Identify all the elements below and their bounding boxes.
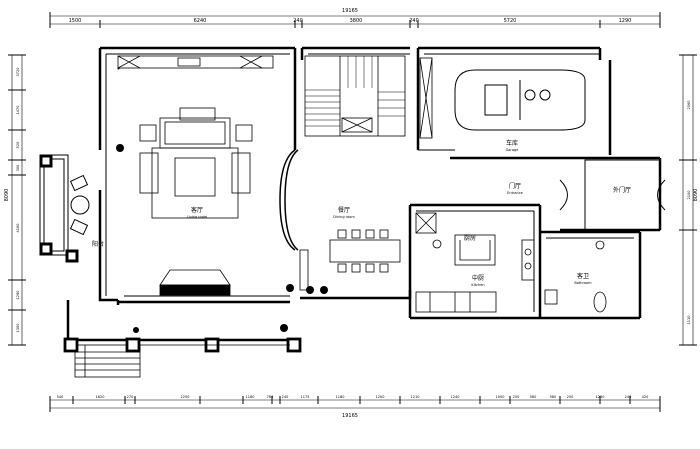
room-label-garage: 车库 <box>506 139 518 147</box>
dim-bottom-seg: 580 <box>550 395 557 399</box>
room-sub-kitchen: Kitchen <box>471 283 484 287</box>
dim-bottom-seg: 250 <box>513 395 520 399</box>
dim-left-seg: 3720 <box>16 68 20 77</box>
outer-foyer <box>559 159 666 231</box>
dining-table <box>299 229 401 291</box>
inner-walls <box>105 53 634 312</box>
staircase <box>304 55 406 137</box>
room-label-outer-foyer: 外门厅 <box>613 186 631 194</box>
dim-bottom-seg: 1620 <box>96 395 105 399</box>
dim-top-seg: 1290 <box>619 18 632 24</box>
dim-right-seg: 2100 <box>687 191 691 200</box>
dim-bottom-seg: 240 <box>282 395 289 399</box>
entrance-steps <box>63 337 302 378</box>
car-icon <box>454 69 586 131</box>
dimension-ticks <box>8 12 697 412</box>
dim-bottom-seg: 1200 <box>376 395 385 399</box>
left-terrace <box>39 154 90 263</box>
dim-top-seg: 240 <box>409 18 419 24</box>
room-sub-garage: Garage <box>506 148 519 152</box>
dim-bottom-seg: 240 <box>625 395 632 399</box>
dim-left-seg: 520 <box>16 142 20 149</box>
dim-left-seg: 1300 <box>16 324 20 333</box>
room-sub-foyer: Entrance <box>507 191 523 195</box>
dim-bottom-seg: 1210 <box>411 395 420 399</box>
room-label-kitchen: 厨房 <box>464 234 476 242</box>
dim-left-seg: 300 <box>16 165 20 172</box>
dim-top-seg: 1500 <box>69 18 82 24</box>
dim-left-seg: 1290 <box>16 291 20 300</box>
garage-area <box>419 57 433 139</box>
room-label-guest-bath: 客卫 <box>577 272 589 280</box>
dim-left-seg: 4160 <box>16 224 20 233</box>
dim-top-seg: 5720 <box>504 18 517 24</box>
walls <box>66 46 662 342</box>
dim-bottom-seg: 1000 <box>496 395 505 399</box>
room-sub-living: Living room <box>187 215 208 219</box>
dim-bottom-seg: 270 <box>127 395 134 399</box>
room-label-dining: 餐厅 <box>338 206 350 214</box>
room-sub-dining: Dining room <box>333 215 355 219</box>
dim-left-total: 8090 <box>4 189 10 202</box>
kitchen-fixtures <box>415 212 535 313</box>
plant-icons <box>116 144 328 333</box>
dim-bottom-seg: 250 <box>567 395 574 399</box>
room-label-foyer: 门厅 <box>509 182 521 190</box>
dim-bottom-seg: 1240 <box>451 395 460 399</box>
room-sub-bath: Bathroom <box>574 281 592 285</box>
dim-right-total: 8090 <box>693 189 699 202</box>
dim-bottom-seg: 1175 <box>301 395 310 399</box>
room-label-terrace: 阳台 <box>92 240 104 248</box>
dim-bottom-seg: 420 <box>642 395 649 399</box>
dim-top-total: 19165 <box>342 8 358 14</box>
dim-bottom-seg: 1180 <box>336 395 345 399</box>
dim-bottom-seg: 1180 <box>246 395 255 399</box>
dim-right-seg: 1110 <box>687 316 691 325</box>
dim-bottom-seg: 1230 <box>596 395 605 399</box>
dim-top-seg: 240 <box>293 18 303 24</box>
dim-right-seg: 2560 <box>687 101 691 110</box>
dim-top-seg: 6240 <box>194 18 207 24</box>
room-label-chinese-kitchen: 中厨 <box>472 274 484 282</box>
dim-bottom-seg: 780 <box>267 395 274 399</box>
dim-left-seg: 1470 <box>16 106 20 115</box>
dimension-lines <box>11 15 694 409</box>
dim-bottom-total: 19165 <box>342 413 358 419</box>
room-label-living: 客厅 <box>191 206 203 214</box>
dim-bottom-seg: 580 <box>530 395 537 399</box>
living-furniture <box>117 55 274 296</box>
dim-bottom-seg: 540 <box>57 395 64 399</box>
dim-top-seg: 3800 <box>350 18 363 24</box>
dim-bottom-seg: 2250 <box>181 395 190 399</box>
bath-fixtures <box>544 240 607 313</box>
curved-partition <box>279 149 299 251</box>
